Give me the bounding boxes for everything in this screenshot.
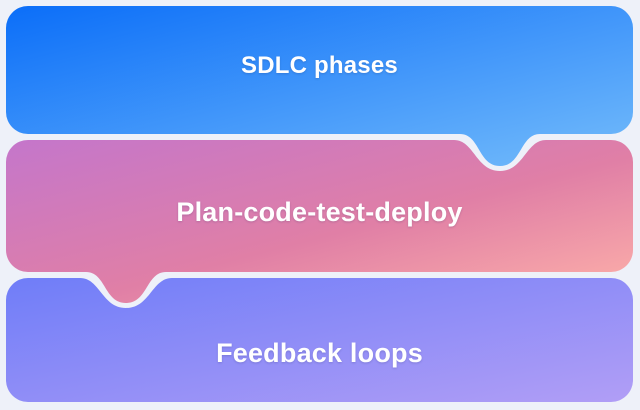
puzzle-piece-feedback-loops[interactable] <box>6 278 633 402</box>
puzzle-piece-plan-code-test-deploy[interactable] <box>6 140 633 303</box>
puzzle-piece-sdlc-phases[interactable] <box>6 6 633 166</box>
